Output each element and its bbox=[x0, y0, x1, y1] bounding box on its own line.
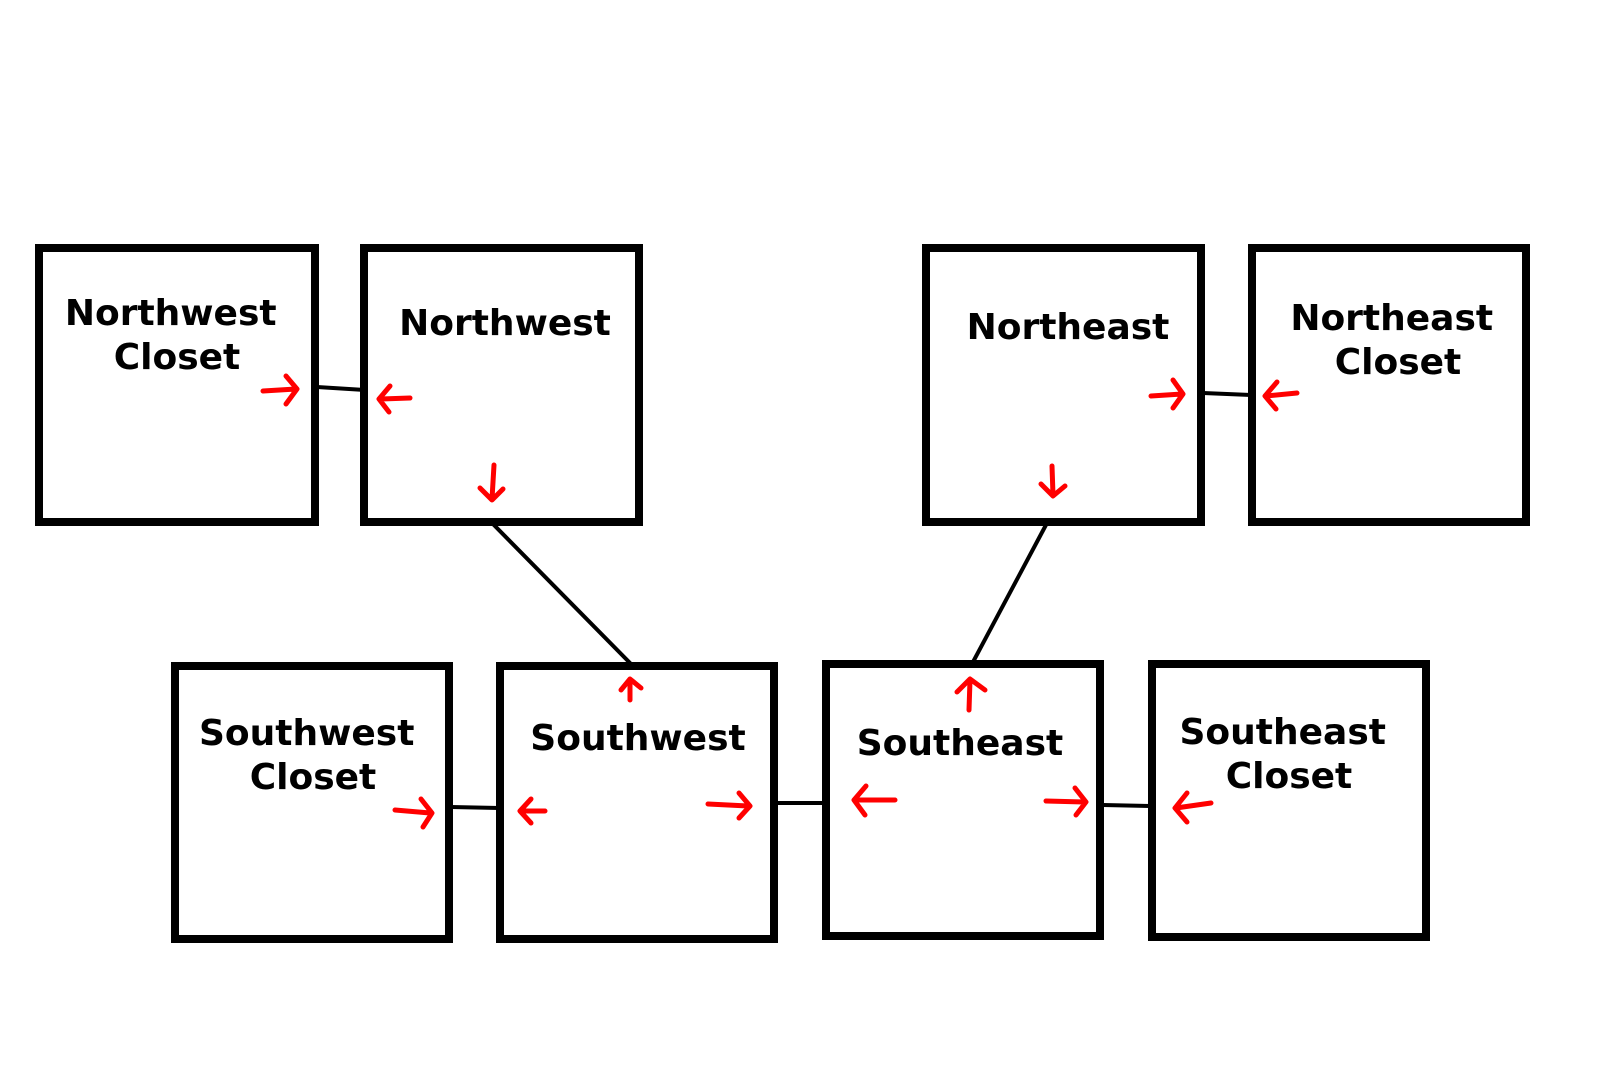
arrow-up-icon bbox=[954, 676, 988, 713]
room-label-line: Southwest bbox=[199, 713, 414, 754]
room-box bbox=[360, 244, 643, 526]
room-nw: Northwest bbox=[360, 244, 643, 526]
room-label: Northeast Closet bbox=[1290, 298, 1505, 383]
room-label-line: Southeast bbox=[857, 723, 1063, 764]
room-nw-closet: Northwest Closet bbox=[35, 244, 319, 526]
connection-sw-closet-sw bbox=[450, 805, 500, 810]
room-sw-closet: Southwest Closet bbox=[171, 662, 453, 943]
arrow-down-icon bbox=[1038, 463, 1068, 499]
arrow-right-icon bbox=[1148, 377, 1186, 411]
room-label: Southeast Closet bbox=[1179, 712, 1398, 797]
room-label: Northwest Closet bbox=[65, 293, 289, 378]
room-label-line: Southwest bbox=[530, 718, 745, 759]
arrow-down-icon bbox=[477, 462, 506, 503]
room-label-line: Northwest bbox=[399, 303, 611, 344]
connection-nw-sw bbox=[490, 521, 633, 666]
room-label: Northwest bbox=[399, 303, 611, 344]
room-se-closet: Southeast Closet bbox=[1148, 660, 1430, 941]
arrow-left-icon bbox=[1262, 379, 1300, 412]
arrow-right-icon bbox=[260, 373, 300, 407]
arrow-up-icon bbox=[618, 676, 644, 703]
arrow-right-icon bbox=[1043, 785, 1089, 818]
room-label: Southwest bbox=[530, 718, 745, 759]
room-label-line: Closet bbox=[114, 337, 241, 378]
connection-nw-closet-nw bbox=[316, 385, 366, 392]
connection-lines bbox=[316, 385, 1252, 810]
arrow-left-icon bbox=[1172, 790, 1214, 825]
room-ne-closet: Northeast Closet bbox=[1248, 244, 1530, 526]
connection-se-se-closet bbox=[1102, 803, 1152, 808]
door-arrows bbox=[260, 373, 1300, 830]
room-label-line: Southeast bbox=[1179, 712, 1385, 753]
arrow-left-icon bbox=[517, 796, 548, 826]
arrow-left-icon bbox=[376, 383, 413, 415]
room-label: Southwest Closet bbox=[199, 713, 427, 798]
room-box bbox=[1148, 660, 1430, 941]
connection-ne-se bbox=[971, 522, 1049, 663]
room-sw: Southwest bbox=[496, 662, 778, 943]
room-label: Northeast bbox=[967, 307, 1170, 348]
room-box bbox=[35, 244, 319, 526]
arrow-right-icon bbox=[705, 790, 753, 821]
room-ne: Northeast bbox=[922, 244, 1205, 526]
room-box bbox=[1248, 244, 1530, 526]
room-label-line: Closet bbox=[1335, 342, 1462, 383]
room-label: Southeast bbox=[857, 723, 1063, 764]
room-label-line: Closet bbox=[250, 757, 377, 798]
room-label-line: Northeast bbox=[967, 307, 1170, 348]
room-box bbox=[496, 662, 778, 943]
connection-ne-ne-closet bbox=[1202, 391, 1252, 397]
arrow-right-icon bbox=[392, 796, 435, 830]
room-box bbox=[922, 244, 1205, 526]
arrow-left-icon bbox=[851, 783, 898, 818]
room-box bbox=[171, 662, 453, 943]
room-label-line: Northwest bbox=[65, 293, 277, 334]
room-label-line: Closet bbox=[1226, 756, 1353, 797]
room-label-line: Northeast bbox=[1290, 298, 1493, 339]
